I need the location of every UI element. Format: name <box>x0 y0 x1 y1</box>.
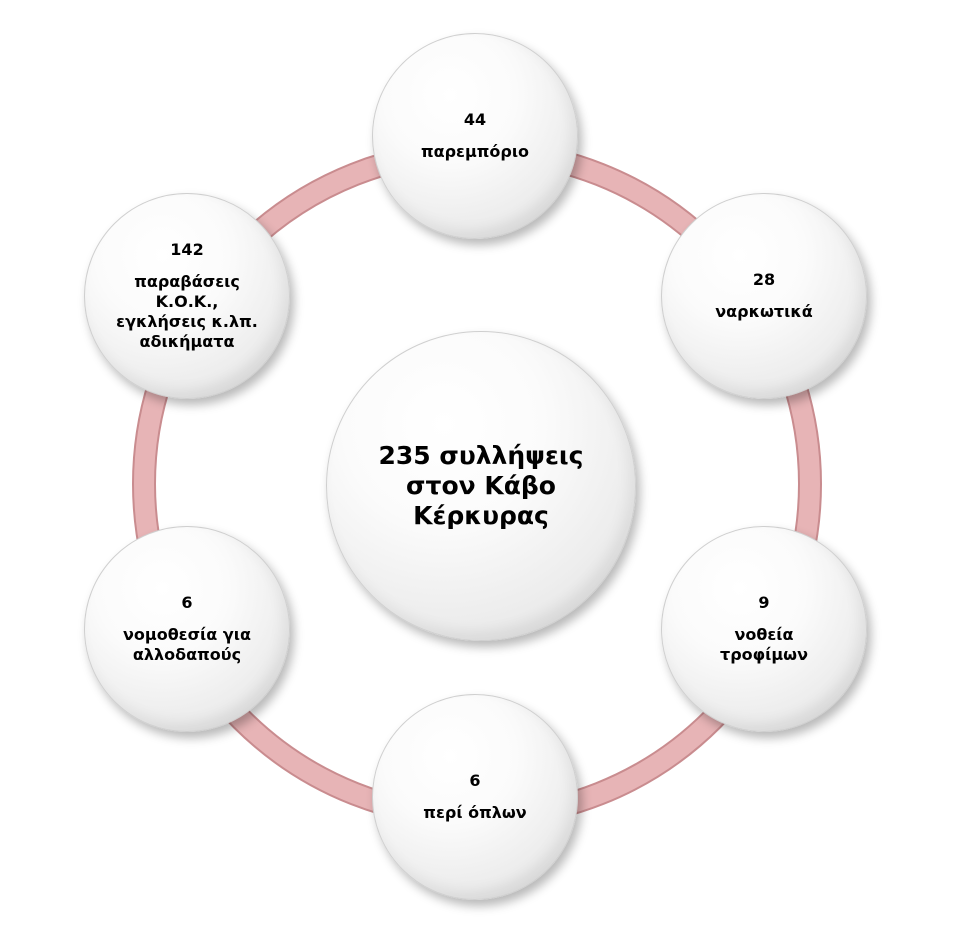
node-label: νομοθεσία για αλλοδαπούς <box>123 625 251 664</box>
node-foreigners-law: 6 νομοθεσία για αλλοδαπούς <box>84 526 290 732</box>
node-count: 6 <box>181 593 193 612</box>
node-count: 44 <box>463 110 487 129</box>
node-count: 142 <box>170 240 204 259</box>
node-narcotics: 28 ναρκωτικά <box>661 193 867 399</box>
node-street-vending: 44 παρεμπόριο <box>372 33 578 239</box>
node-count: 6 <box>469 771 481 790</box>
node-label: ναρκωτικά <box>715 302 813 321</box>
node-weapons: 6 περί όπλων <box>372 694 578 900</box>
node-food-adulteration: 9 νοθεία τροφίμων <box>661 526 867 732</box>
node-label: νοθεία τροφίμων <box>720 625 808 664</box>
center-label: 235 συλλήψεις στον Κάβο Κέρκυρας <box>378 441 584 530</box>
center-circle: 235 συλλήψεις στον Κάβο Κέρκυρας <box>326 331 636 641</box>
node-count: 28 <box>752 270 776 289</box>
node-traffic-violations: 142 παραβάσεις Κ.Ο.Κ., εγκλήσεις κ.λπ. α… <box>84 193 290 399</box>
node-label: περί όπλων <box>423 803 527 822</box>
node-label: παραβάσεις Κ.Ο.Κ., εγκλήσεις κ.λπ. αδική… <box>116 272 258 351</box>
node-label: παρεμπόριο <box>420 142 530 161</box>
node-count: 9 <box>758 593 770 612</box>
